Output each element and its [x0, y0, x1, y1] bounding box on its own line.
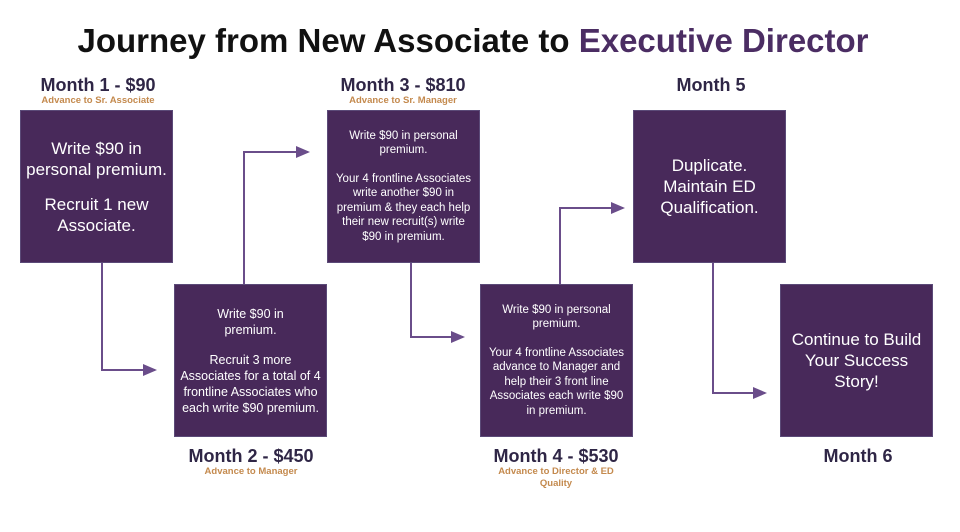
month-5-label: Month 5 [621, 75, 801, 95]
month-2-label: Month 2 - $450 Advance to Manager [161, 446, 341, 478]
month-5-box: Duplicate. Maintain ED Qualification. [633, 110, 786, 263]
month-title: Month 2 - $450 [188, 446, 314, 466]
month-1-label: Month 1 - $90 Advance to Sr. Associate [8, 75, 188, 107]
arrow-4-to-5 [559, 202, 625, 284]
box-text: Continue to Build Your Success Story! [791, 330, 922, 391]
month-title: Month 1 - $90 [40, 75, 156, 95]
box-text: Recruit 3 more Associates for a total of… [180, 352, 321, 415]
month-6-box: Continue to Build Your Success Story! [780, 284, 933, 437]
month-6-label: Month 6 [768, 446, 948, 466]
box-text: Write $90 in premium. [217, 306, 284, 337]
box-text: Your 4 frontline Associates write anothe… [335, 172, 472, 243]
month-title: Month 3 - $810 [340, 75, 466, 95]
advance-text: Advance to Director & ED Quality [498, 466, 614, 489]
title-accent: Executive Director [578, 22, 869, 59]
box-text: Write $90 in personal premium. [349, 129, 458, 157]
page-title: Journey from New Associate to Executive … [0, 22, 946, 60]
arrow-5-to-6 [712, 262, 767, 399]
month-title: Month 4 - $530 [493, 446, 619, 466]
month-3-label: Month 3 - $810 Advance to Sr. Manager [313, 75, 493, 107]
advance-text: Advance to Sr. Associate [41, 95, 155, 106]
title-text: Journey from New Associate to [77, 22, 579, 59]
arrow-1-to-2 [101, 262, 157, 376]
month-3-box: Write $90 in personal premium. Your 4 fr… [327, 110, 480, 263]
advance-text: Advance to Sr. Manager [349, 95, 457, 106]
month-title: Month 5 [676, 75, 746, 95]
month-title: Month 6 [823, 446, 893, 466]
arrow-3-to-4 [410, 262, 465, 343]
arrow-2-to-3 [243, 146, 310, 284]
box-text: Write $90 in personal premium. [502, 303, 611, 331]
advance-text: Advance to Manager [204, 466, 298, 477]
box-text: Duplicate. Maintain ED Qualification. [660, 156, 759, 217]
box-text: Your 4 frontline Associates advance to M… [488, 346, 625, 417]
box-text: Recruit 1 new Associate. [44, 194, 149, 235]
month-2-box: Write $90 in premium. Recruit 3 more Ass… [174, 284, 327, 437]
month-1-box: Write $90 in personal premium. Recruit 1… [20, 110, 173, 263]
month-4-label: Month 4 - $530 Advance to Director & ED … [466, 446, 646, 490]
box-text: Write $90 in personal premium. [26, 138, 167, 179]
month-4-box: Write $90 in personal premium. Your 4 fr… [480, 284, 633, 437]
